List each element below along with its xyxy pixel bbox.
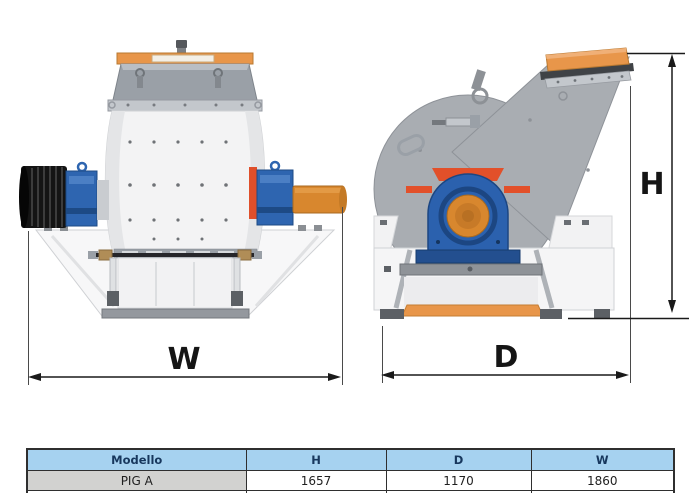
eye-bolt-icon xyxy=(135,68,145,88)
dimension-annotations: W D H xyxy=(28,52,689,385)
pillow-block-bearing xyxy=(406,168,530,264)
housing-handle xyxy=(397,133,425,157)
belt-pulley xyxy=(19,166,67,228)
arrow-right-icon xyxy=(328,373,341,381)
dimension-w: W xyxy=(28,342,341,381)
tension-rod xyxy=(88,249,262,261)
arrow-up-icon xyxy=(668,54,676,67)
mill-drum xyxy=(104,110,266,259)
drive-shaft xyxy=(292,185,347,214)
dimensions-table-container: Modello H D W PIG A 1657 1170 1860 xyxy=(26,448,676,493)
w-value-cell: 1860 xyxy=(530,470,675,491)
left-bearing-block xyxy=(65,161,109,227)
dimension-h: H xyxy=(639,54,676,313)
arrow-down-icon xyxy=(668,300,676,313)
height-dimension-label: H xyxy=(639,167,664,202)
table-header-row: Modello H D W xyxy=(26,448,675,471)
drum-bolts xyxy=(128,140,228,241)
chute-lid xyxy=(540,47,634,89)
dimensions-table: Modello H D W PIG A 1657 1170 1860 xyxy=(26,448,675,493)
front-hopper xyxy=(107,63,263,112)
dimension-d: D xyxy=(381,340,629,379)
col-header-modello: Modello xyxy=(26,448,247,471)
d-value-cell: 1170 xyxy=(385,470,532,491)
front-lower-panel xyxy=(101,257,250,319)
right-bearing-block xyxy=(249,160,294,226)
width-dimension-label: W xyxy=(167,342,200,377)
model-cell: PIG A xyxy=(26,470,247,491)
eye-bolt-icon xyxy=(213,68,223,88)
arrow-left-icon xyxy=(28,373,41,381)
table-row: PIG A 1657 1170 1860 xyxy=(26,470,675,491)
col-header-h: H xyxy=(245,448,387,471)
vent-pipe xyxy=(471,69,489,105)
front-top-lid xyxy=(116,52,254,65)
col-header-w: W xyxy=(530,448,675,471)
col-header-d: D xyxy=(385,448,532,471)
grease-fitting xyxy=(432,115,480,128)
table-row-partial xyxy=(26,490,675,493)
side-view-illustration xyxy=(373,47,634,319)
arrow-right-icon xyxy=(616,371,629,379)
machine-diagram: W D H xyxy=(19,40,689,385)
front-view-illustration xyxy=(19,40,347,319)
h-value-cell: 1657 xyxy=(245,470,387,491)
arrow-left-icon xyxy=(381,371,394,379)
depth-dimension-label: D xyxy=(494,340,519,375)
